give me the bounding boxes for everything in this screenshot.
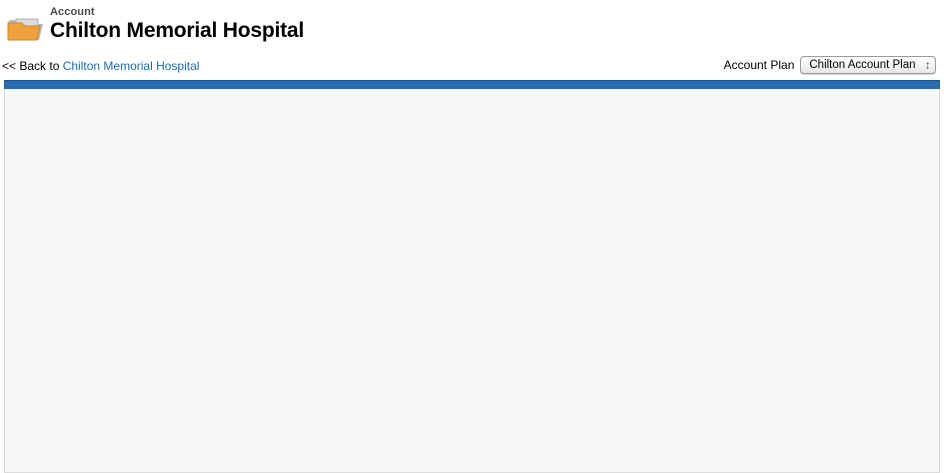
sub-toolbar: << Back to Chilton Memorial Hospital Acc… xyxy=(0,56,944,80)
org-chart-panel xyxy=(4,89,940,473)
org-chart-canvas xyxy=(5,89,939,472)
back-prefix: << Back to xyxy=(2,59,60,73)
account-plan-control: Account Plan Chilton Account Plan ↕ xyxy=(724,56,936,74)
page-title: Chilton Memorial Hospital xyxy=(50,19,305,42)
account-plan-select[interactable]: Chilton Account Plan ↕ xyxy=(800,56,936,74)
chevron-updown-icon: ↕ xyxy=(925,58,931,71)
record-type-label: Account xyxy=(50,6,95,18)
back-link[interactable]: Chilton Memorial Hospital xyxy=(62,59,200,73)
page-header: Account Chilton Memorial Hospital xyxy=(0,0,944,56)
breadcrumb: << Back to Chilton Memorial Hospital xyxy=(2,59,199,73)
account-plan-selected-value: Chilton Account Plan xyxy=(809,59,916,71)
folder-icon xyxy=(6,14,46,44)
panel-accent-bar xyxy=(4,80,940,89)
account-plan-label: Account Plan xyxy=(723,58,795,72)
